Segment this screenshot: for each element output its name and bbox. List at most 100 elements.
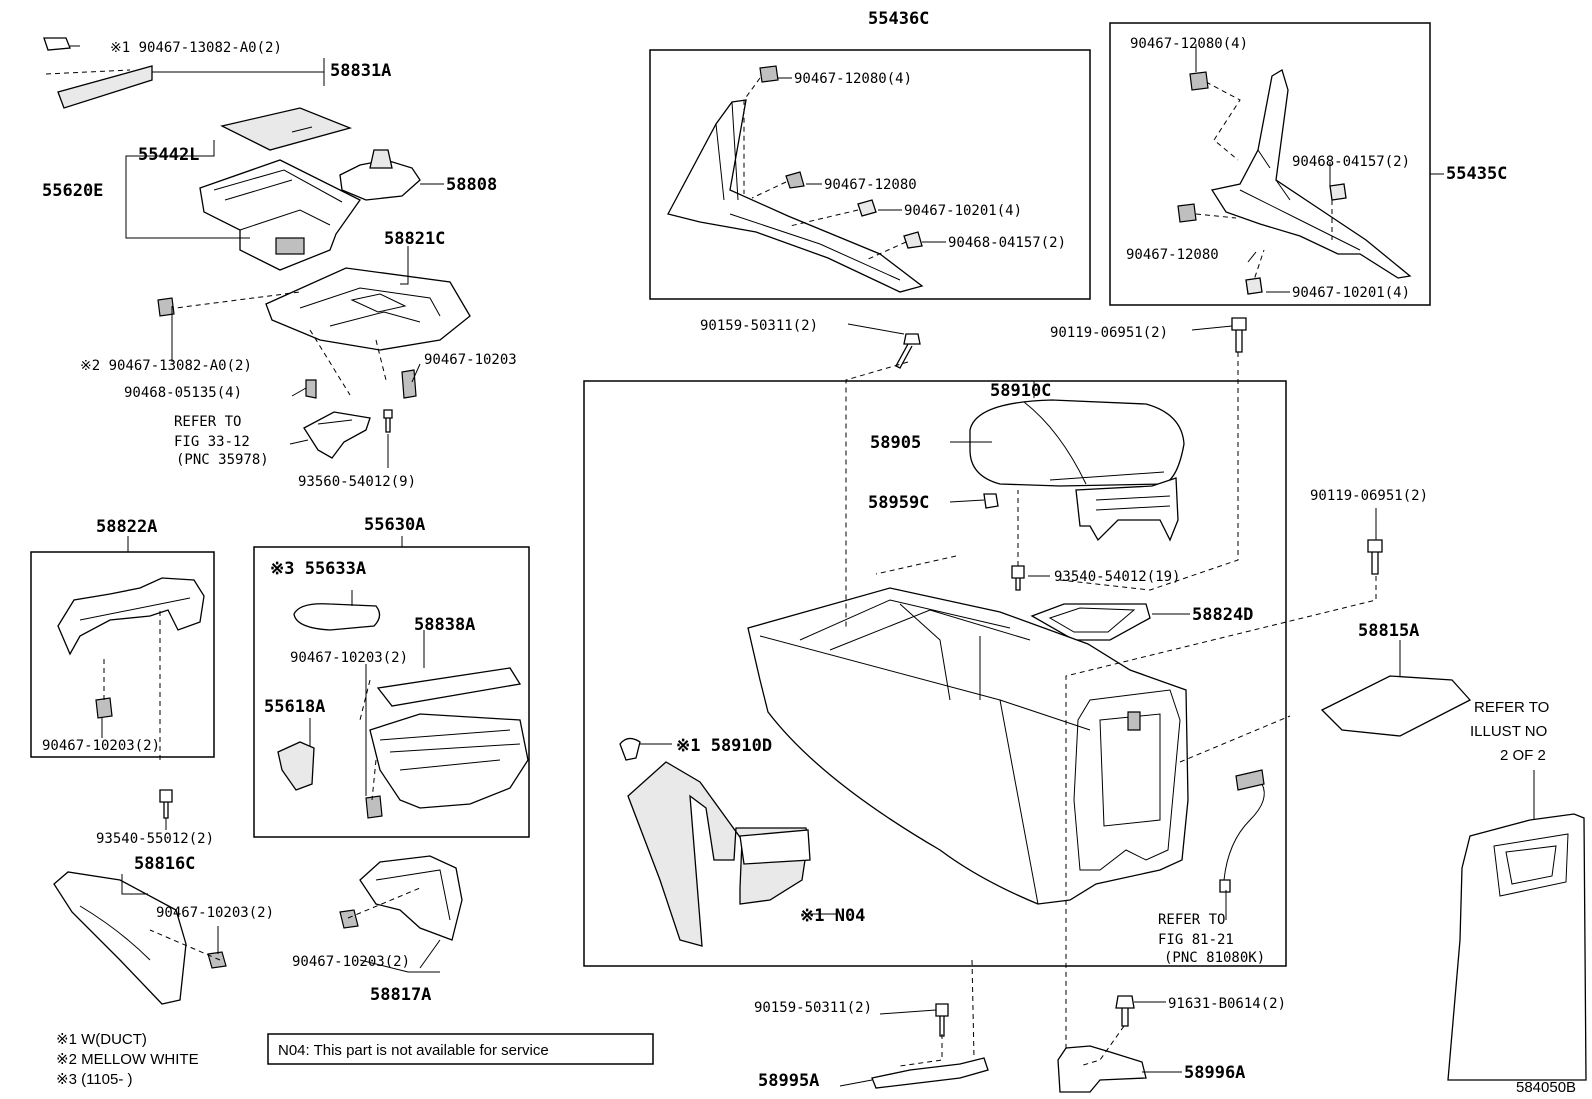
part-58815a <box>1320 675 1472 737</box>
label-90467-10201-4-a: 90467-10201(4) <box>904 203 1022 219</box>
label-91631-b0614: 91631-B0614(2) <box>1168 996 1286 1012</box>
screw-93540-54012 <box>1011 565 1025 591</box>
clip-90467-13082-b <box>157 297 175 317</box>
bolt-90159-50311-b <box>935 1003 949 1037</box>
note-1: ※1 W(DUCT) <box>56 1031 147 1048</box>
screw-93540-55012 <box>159 789 173 819</box>
label-90468-04157-2-b: 90468-04157(2) <box>1292 154 1410 170</box>
label-58995a: 58995A <box>758 1071 819 1091</box>
label-90467-12080-4-b: 90467-12080(4) <box>1130 36 1248 52</box>
label-90468-04157-2-a: 90468-04157(2) <box>948 235 1066 251</box>
clip-90467-10203-a <box>401 369 417 399</box>
group-box-55630a <box>253 546 530 838</box>
part-55630a-box <box>369 713 529 809</box>
label-90159-50311-b: 90159-50311(2) <box>754 1000 872 1016</box>
group-box-55436c <box>649 49 1091 300</box>
part-refer-fig-81-21 <box>1219 769 1265 893</box>
label-58821c: 58821C <box>384 229 445 249</box>
label-90159-50311-a: 90159-50311(2) <box>700 318 818 334</box>
label-90467-10201-4-b: 90467-10201(4) <box>1292 285 1410 301</box>
part-55618a <box>277 741 315 791</box>
part-58808 <box>339 149 421 201</box>
label-90467-12080-4-a: 90467-12080(4) <box>794 71 912 87</box>
label-refer-illust-line1: REFER TO <box>1474 699 1549 716</box>
clip-90468-05135 <box>305 379 317 399</box>
label-55618a: 55618A <box>264 697 325 717</box>
bolt-90119-06951-a <box>1231 317 1247 353</box>
part-58838a <box>376 667 522 707</box>
label-93540-54012: 93540-54012(19) <box>1054 569 1180 585</box>
part-55442l <box>220 107 353 151</box>
label-55436c: 55436C <box>868 9 929 29</box>
bolt-91631-b0614 <box>1115 995 1135 1027</box>
label-90467-10203-2-b: 90467-10203(2) <box>290 650 408 666</box>
label-refer-fig33-line2: FIG 33-12 <box>174 434 250 450</box>
label-58831a: 58831A <box>330 61 391 81</box>
label-58996a: 58996A <box>1184 1063 1245 1083</box>
clips-55436c <box>759 65 923 249</box>
label-refer-illust-line2: ILLUST NO <box>1470 723 1547 740</box>
part-58831a <box>43 37 153 109</box>
part-58822a <box>57 577 205 656</box>
part-55435c <box>1195 69 1412 287</box>
label-93540-55012: 93540-55012(2) <box>96 831 214 847</box>
group-box-58910c <box>583 380 1287 967</box>
leader-lines <box>70 44 1535 1087</box>
part-55633a <box>293 603 381 631</box>
group-box-58822a <box>30 551 215 758</box>
label-55442l: 55442L <box>138 145 199 165</box>
footnote-box <box>267 1033 654 1065</box>
part-n04-duct <box>627 761 811 947</box>
footnote-text: N04: This part is not available for serv… <box>278 1042 549 1059</box>
label-58808: 58808 <box>446 175 497 195</box>
clip-90467-10203-2-a <box>95 697 113 719</box>
label-55620e: 55620E <box>42 181 103 201</box>
note-2: ※2 MELLOW WHITE <box>56 1051 199 1068</box>
clip-90467-10203-2-c <box>207 951 227 969</box>
part-58816c <box>53 871 187 1005</box>
label-90467-10203-2-c: 90467-10203(2) <box>156 905 274 921</box>
label-90468-05135: 90468-05135(4) <box>124 385 242 401</box>
label-58824d: 58824D <box>1192 605 1253 625</box>
bolt-90159-50311-a <box>895 333 921 369</box>
label-58838a: 58838A <box>414 615 475 635</box>
part-58996a <box>1057 1045 1147 1093</box>
label-90467-13082-a0-2: ※2 90467-13082-A0(2) <box>80 358 252 374</box>
part-refer-fig-33-12 <box>303 411 371 459</box>
group-box-55435c <box>1109 22 1431 306</box>
label-90467-13082-a0-1: ※1 90467-13082-A0(2) <box>110 40 282 56</box>
label-refer-fig81-line1: REFER TO <box>1158 912 1225 928</box>
part-55620e <box>199 159 361 271</box>
clip-90467-10203-2-b <box>365 795 383 819</box>
label-refer-fig81-line2: FIG 81-21 <box>1158 932 1234 948</box>
label-58822a: 58822A <box>96 517 157 537</box>
label-refer-fig33-line1: REFER TO <box>174 414 241 430</box>
note-3: ※3 (1105- ) <box>56 1071 133 1088</box>
part-58910c <box>747 587 1189 905</box>
label-58910c: 58910C <box>990 381 1051 401</box>
clip-90467-10203-2-d <box>339 909 359 929</box>
bolt-90119-06951-b <box>1367 539 1383 575</box>
part-55436c <box>667 77 924 293</box>
label-refer-fig33-line3: (PNC 35978) <box>176 452 269 468</box>
label-58959c: 58959C <box>868 493 929 513</box>
label-90467-12080-b: 90467-12080 <box>1126 247 1219 263</box>
label-58815a: 58815A <box>1358 621 1419 641</box>
part-58995a <box>871 1057 989 1089</box>
figure-id: 584050B <box>1516 1079 1576 1096</box>
label-58816c: 58816C <box>134 854 195 874</box>
part-58905 <box>969 399 1185 542</box>
clips-55435c <box>1177 71 1347 295</box>
label-90467-10203-a: 90467-10203 <box>424 352 517 368</box>
label-90467-10203-2-d: 90467-10203(2) <box>292 954 410 970</box>
label-58910d: ※1 58910D <box>676 736 772 756</box>
assembly-lines <box>103 352 1377 1067</box>
label-58905: 58905 <box>870 433 921 453</box>
label-90119-06951-b: 90119-06951(2) <box>1310 488 1428 504</box>
clip-58910d <box>619 737 641 761</box>
part-58821c <box>159 267 471 396</box>
label-90467-12080-a: 90467-12080 <box>824 177 917 193</box>
label-90119-06951-a: 90119-06951(2) <box>1050 325 1168 341</box>
label-55435c: 55435C <box>1446 164 1507 184</box>
